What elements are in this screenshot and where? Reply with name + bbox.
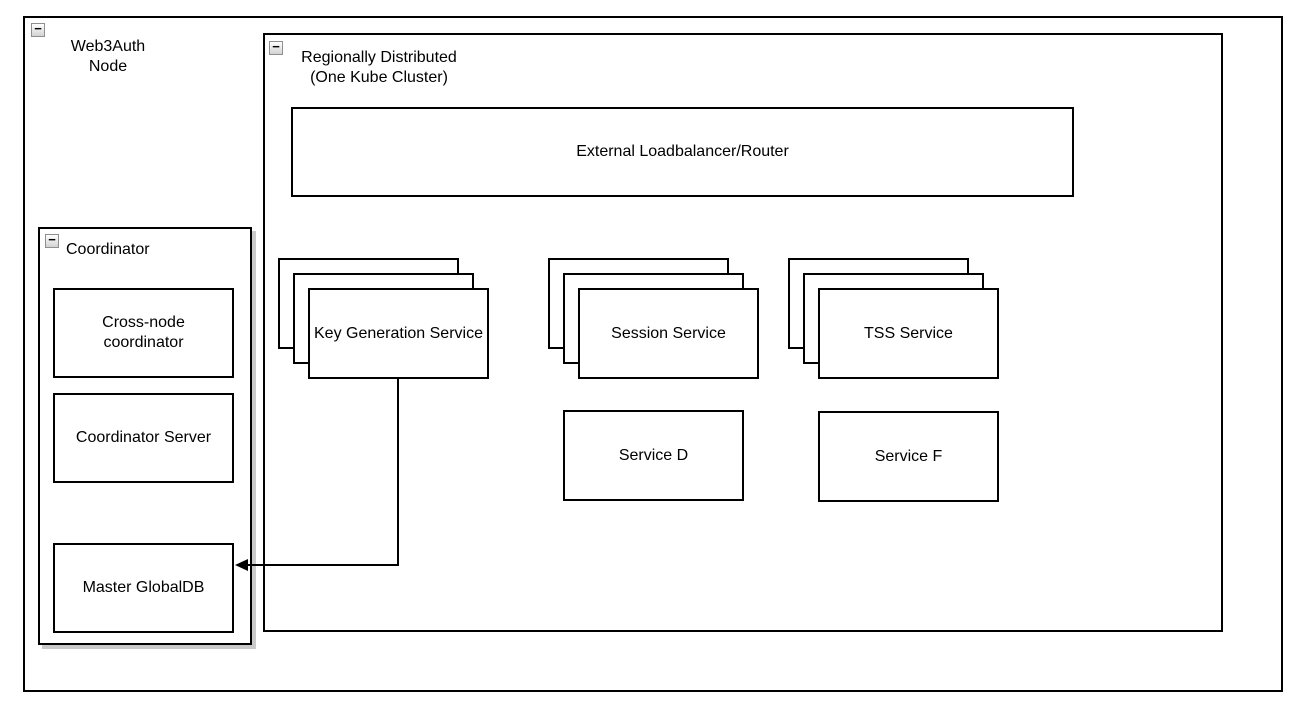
node-service-f-label: Service F: [874, 447, 943, 465]
node-key-generation-service[interactable]: Key Generation Service: [308, 288, 489, 379]
arrowhead-left-icon: [235, 559, 248, 571]
node-external-loadbalancer[interactable]: External Loadbalancer/Router: [291, 107, 1074, 197]
node-tss-service[interactable]: TSS Service: [818, 288, 999, 379]
node-master-globaldb-label: Master GlobalDB: [82, 579, 205, 596]
group-region-label: Regionally Distributed (One Kube Cluster…: [301, 49, 457, 86]
group-web3auth-node-label: Web3Auth Node: [70, 38, 146, 75]
collapse-icon-region[interactable]: −: [269, 40, 283, 55]
group-coordinator-label: Coordinator: [66, 241, 150, 258]
node-key-generation-service-label: Key Generation Service: [314, 324, 483, 342]
node-tss-service-stack[interactable]: TSS Service: [788, 258, 1000, 380]
node-cross-node-coordinator[interactable]: Cross-node coordinator: [53, 288, 234, 378]
node-key-generation-service-stack[interactable]: Key Generation Service: [278, 258, 490, 380]
group-coordinator[interactable]: − Coordinator Cross-node coordinator Coo…: [38, 227, 252, 645]
collapse-icon-coordinator[interactable]: −: [45, 233, 59, 248]
group-regionally-distributed[interactable]: − Regionally Distributed (One Kube Clust…: [263, 33, 1223, 632]
edge-segment-vertical: [397, 378, 399, 566]
node-tss-service-label: TSS Service: [864, 324, 953, 342]
node-coordinator-server[interactable]: Coordinator Server: [53, 393, 234, 483]
node-session-service[interactable]: Session Service: [578, 288, 759, 379]
node-session-service-label: Session Service: [611, 324, 726, 342]
node-session-service-stack[interactable]: Session Service: [548, 258, 760, 380]
node-service-d[interactable]: Service D: [563, 410, 744, 501]
node-service-f[interactable]: Service F: [818, 411, 999, 502]
node-master-globaldb[interactable]: Master GlobalDB: [53, 543, 234, 633]
collapse-icon-web3auth[interactable]: −: [31, 22, 45, 37]
edge-segment-horizontal: [246, 564, 399, 566]
node-coordinator-server-label: Coordinator Server: [75, 429, 212, 446]
node-cross-node-coordinator-label: Cross-node coordinator: [102, 314, 185, 351]
node-external-loadbalancer-label: External Loadbalancer/Router: [576, 143, 789, 160]
node-service-d-label: Service D: [618, 446, 689, 464]
